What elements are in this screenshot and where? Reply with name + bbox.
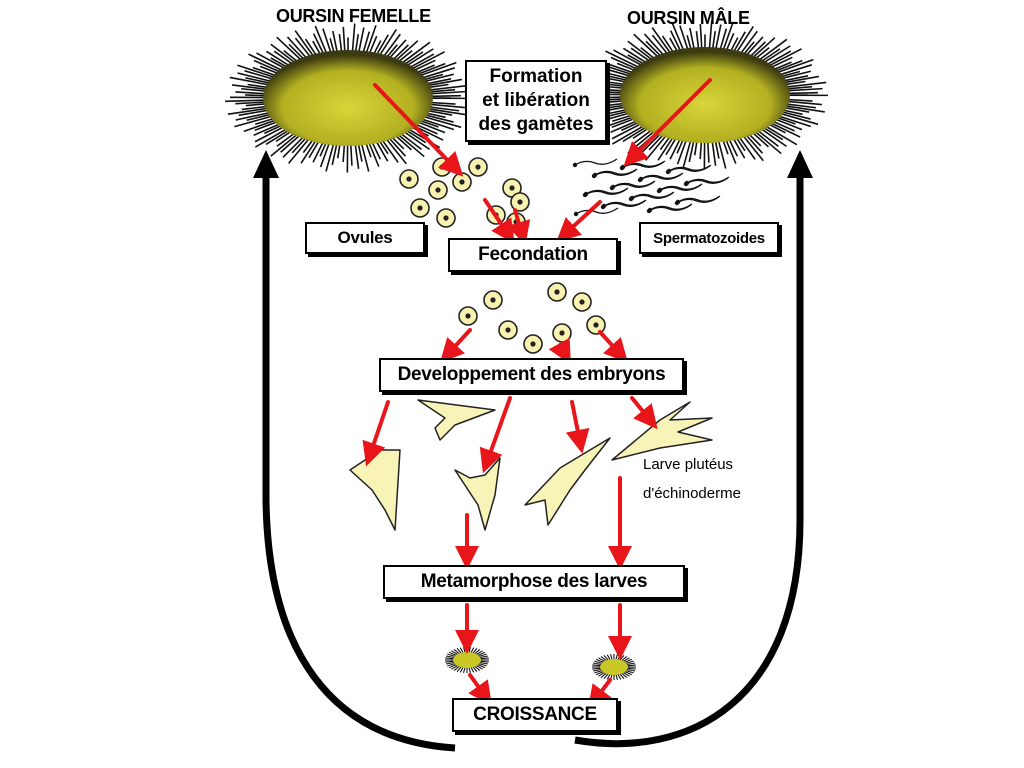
flow-arrow xyxy=(565,400,590,454)
red-arrows xyxy=(362,78,712,710)
spermatozoon xyxy=(575,207,619,215)
gametes-line-3: des gamètes xyxy=(478,114,594,135)
larvae xyxy=(349,399,713,531)
flow-arrow xyxy=(439,328,472,363)
ovule-cell xyxy=(510,192,530,212)
juvenile-urchins xyxy=(445,647,636,680)
fecondation-box: Fecondation xyxy=(448,238,618,272)
embryo-cell xyxy=(523,334,543,354)
female-urchin xyxy=(225,23,472,173)
flow-arrow xyxy=(373,83,464,177)
embryo-cell xyxy=(483,290,503,310)
larva-annotation-line-1: Larve plutéus xyxy=(643,456,734,473)
flow-arrow xyxy=(483,198,515,244)
flow-arrow xyxy=(362,400,390,467)
flow-arrow xyxy=(548,337,571,365)
croissance-box: CROISSANCE xyxy=(452,698,618,732)
gametes-line-2: et libération xyxy=(482,90,590,111)
embryo-cell xyxy=(547,282,567,302)
spermatozoon xyxy=(659,183,703,191)
embryo-cell xyxy=(498,320,518,340)
male-urchin-label: OURSIN MÂLE xyxy=(627,8,750,28)
larva-5 xyxy=(611,401,713,461)
ovule-cell xyxy=(399,169,419,189)
larva-3 xyxy=(454,457,501,531)
cycle-arrow-right xyxy=(574,175,804,748)
ovule-cell xyxy=(452,172,472,192)
larva-annotation-line-2: d'échinoderme xyxy=(643,485,741,502)
spermatozoa xyxy=(572,158,730,217)
embryo-cell xyxy=(572,292,592,312)
flow-arrow xyxy=(468,673,492,706)
larva-4 xyxy=(524,437,611,526)
spermatozoon xyxy=(612,180,656,188)
flow-arrow xyxy=(556,200,602,243)
ovules-cells xyxy=(399,157,530,232)
ovule-cell xyxy=(410,198,430,218)
embryo-cell xyxy=(458,306,478,326)
spermatozoon xyxy=(594,168,638,176)
spermatozoon xyxy=(668,164,712,172)
larva-1 xyxy=(417,399,496,441)
flow-arrow xyxy=(598,330,629,363)
cycle-arrowhead-left xyxy=(253,150,279,178)
spermatozoon xyxy=(631,191,675,199)
gametes-box: Formation et libération des gamètes xyxy=(465,60,607,142)
embryo-cell xyxy=(552,323,572,343)
spermatozoon xyxy=(677,195,721,203)
flow-arrow xyxy=(587,678,612,710)
flow-arrow xyxy=(507,208,531,246)
spermatozoon xyxy=(686,176,730,184)
female-urchin-label: OURSIN FEMELLE xyxy=(276,6,431,26)
metamorphose-box: Metamorphose des larves xyxy=(383,565,685,599)
embryo-cells xyxy=(458,282,606,354)
embryo-cell xyxy=(586,315,606,335)
spermatozoides-box: Spermatozoides xyxy=(639,222,779,254)
developpement-box: Developpement des embryons xyxy=(379,358,684,392)
spermatozoon xyxy=(585,187,629,195)
flow-arrow xyxy=(479,396,512,474)
larva-2 xyxy=(349,449,401,531)
cycle-arrowhead-right xyxy=(787,150,813,178)
spermatozoon xyxy=(574,158,618,166)
ovule-cell xyxy=(468,157,488,177)
male-urchin xyxy=(582,20,829,170)
flow-arrow xyxy=(630,396,658,430)
ovule-cell xyxy=(436,208,456,228)
spermatozoon xyxy=(603,199,647,207)
spermatozoon xyxy=(640,172,684,180)
ovule-cell xyxy=(428,180,448,200)
cycle-arrow-left xyxy=(262,175,456,752)
spermatozoon xyxy=(649,203,693,211)
flow-arrow xyxy=(623,78,712,167)
ovules-box: Ovules xyxy=(305,222,425,254)
gametes-line-1: Formation xyxy=(489,66,583,87)
